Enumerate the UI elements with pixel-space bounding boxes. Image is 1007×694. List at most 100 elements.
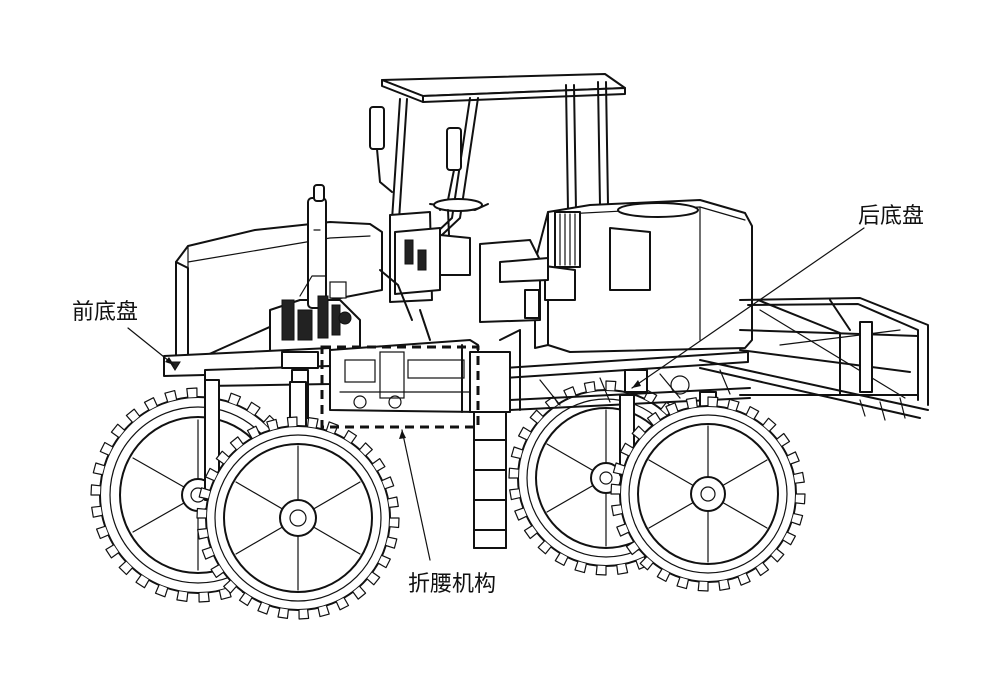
tire-lug bbox=[125, 408, 141, 423]
tire-lug bbox=[135, 574, 150, 589]
tire-lug bbox=[563, 386, 577, 400]
tire-lug bbox=[246, 425, 261, 439]
tire-lug bbox=[389, 517, 400, 529]
tire-lug bbox=[737, 572, 751, 586]
tire-lug bbox=[616, 563, 629, 575]
tire-lug bbox=[762, 417, 777, 432]
tire-lug bbox=[385, 536, 398, 549]
tire-lug bbox=[154, 584, 169, 598]
tire-lug bbox=[110, 423, 126, 438]
tire-lug bbox=[727, 398, 740, 412]
engine bbox=[281, 275, 352, 341]
tire-lug bbox=[246, 401, 261, 416]
tire-lug bbox=[605, 380, 617, 391]
tire-lug bbox=[198, 487, 211, 500]
boom-frame bbox=[699, 297, 929, 421]
tire-lug bbox=[215, 450, 230, 465]
tire-lug bbox=[620, 442, 634, 457]
tire-lug bbox=[665, 402, 679, 416]
tire-lug bbox=[105, 544, 120, 559]
tire-lug bbox=[387, 496, 399, 508]
tire-lug bbox=[298, 608, 310, 620]
tire-lug bbox=[685, 397, 698, 409]
tire-lug bbox=[611, 504, 623, 517]
tire-lug bbox=[612, 462, 626, 475]
tire-lug bbox=[610, 483, 621, 495]
tire-lug bbox=[523, 525, 538, 540]
tire-lug bbox=[697, 581, 709, 592]
tire-lug bbox=[317, 604, 330, 618]
tire-lug bbox=[656, 568, 671, 582]
tire-lug bbox=[745, 406, 760, 420]
tire-lug bbox=[229, 436, 244, 451]
leader-lines bbox=[127, 227, 865, 561]
tire-lug bbox=[143, 397, 158, 411]
rear-chassis-label: 后底盘 bbox=[858, 204, 925, 229]
tire-lug bbox=[639, 556, 654, 571]
tire-lug bbox=[786, 451, 800, 465]
tire-lug bbox=[197, 528, 209, 540]
front-right-wheel bbox=[619, 405, 797, 583]
tire-lug bbox=[371, 458, 386, 472]
tire-lug bbox=[286, 416, 298, 428]
tire-lug bbox=[99, 441, 114, 456]
tire-lug bbox=[352, 585, 367, 600]
tire-lug bbox=[335, 597, 350, 611]
tire-lug bbox=[223, 579, 237, 594]
tire-lug bbox=[537, 540, 552, 555]
tire-lug bbox=[625, 541, 640, 556]
tire-lug bbox=[359, 442, 373, 457]
tire-lug bbox=[782, 531, 796, 546]
tire-lug bbox=[96, 525, 110, 540]
tire-lug bbox=[366, 571, 381, 586]
ladder bbox=[473, 411, 507, 549]
waist-mechanism-highlight bbox=[320, 345, 480, 429]
tire-lug bbox=[186, 387, 198, 399]
tire-lug bbox=[164, 390, 178, 403]
tire-lug bbox=[90, 484, 101, 496]
tire-lug bbox=[91, 505, 103, 518]
rear-tank bbox=[534, 199, 753, 353]
cab-console bbox=[379, 198, 549, 341]
tire-lug bbox=[583, 381, 596, 393]
tire-lug bbox=[574, 560, 587, 574]
tire-lug bbox=[631, 425, 646, 440]
tire-lug bbox=[529, 409, 544, 424]
waist-mechanism bbox=[329, 339, 511, 413]
tire-lug bbox=[227, 392, 242, 406]
front-chassis-label: 前底盘 bbox=[72, 300, 139, 325]
tire-lug bbox=[176, 590, 189, 602]
tire-lug bbox=[201, 546, 215, 560]
tire-lug bbox=[790, 513, 804, 526]
tire-lug bbox=[616, 523, 630, 537]
tire-lug bbox=[210, 564, 225, 578]
tire-lug bbox=[257, 601, 271, 615]
tire-lug bbox=[277, 607, 289, 619]
exhaust-pipe bbox=[307, 184, 327, 309]
tire-lug bbox=[266, 418, 279, 432]
tire-lug bbox=[238, 592, 253, 607]
mirrors bbox=[369, 106, 462, 211]
tire-lug bbox=[343, 429, 358, 444]
tire-lug bbox=[676, 576, 689, 590]
tire-lug bbox=[646, 411, 661, 426]
tire-lug bbox=[307, 417, 319, 429]
tire-lug bbox=[509, 488, 521, 501]
tire-lug bbox=[198, 591, 210, 603]
tire-lug bbox=[793, 471, 805, 484]
tire-lug bbox=[118, 560, 133, 576]
tire-lug bbox=[196, 507, 207, 519]
tire-lug bbox=[381, 476, 395, 490]
tire-lug bbox=[770, 548, 785, 563]
tire-lug bbox=[755, 562, 770, 577]
tire-lug bbox=[595, 565, 607, 576]
tire-lug bbox=[92, 462, 106, 476]
tire-lug bbox=[554, 552, 569, 566]
tire-lug bbox=[707, 396, 719, 407]
tire-lug bbox=[718, 579, 731, 591]
tire-lug bbox=[510, 446, 524, 459]
tire-lug bbox=[514, 507, 528, 521]
tire-lug bbox=[776, 432, 791, 447]
tire-lug bbox=[508, 467, 519, 479]
front-left-wheel bbox=[205, 425, 391, 611]
